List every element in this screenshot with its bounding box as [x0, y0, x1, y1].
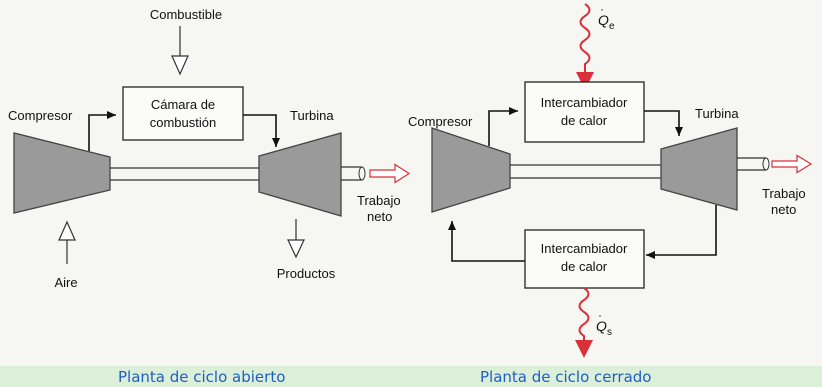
- upper-heat-exchanger-label-line2: de calor: [561, 113, 608, 128]
- closed-output-shaft-end: [762, 157, 770, 171]
- chamber-to-turbine-flow: [243, 114, 280, 147]
- open-shaft: [110, 167, 259, 181]
- open-net-work-label-line1: Trabajo: [357, 193, 401, 208]
- heat-in-dot: ·: [600, 2, 604, 16]
- closed-net-work-label-line1: Trabajo: [762, 186, 806, 201]
- open-cycle-diagram: Combustible Cámara de combustión Compres…: [8, 7, 411, 290]
- lower-heat-exchanger-box: [524, 229, 645, 289]
- closed-shaft: [510, 164, 661, 179]
- open-compressor-shape: [13, 132, 111, 214]
- heat-out-arrowhead: [575, 340, 593, 358]
- compressor-to-chamber-flow: [88, 111, 116, 151]
- lower-heat-exchanger-label-line2: de calor: [561, 259, 608, 274]
- open-turbine-label: Turbina: [290, 108, 334, 123]
- heat-out-dot: ·: [598, 308, 602, 322]
- open-turbine-shape: [258, 132, 342, 217]
- products-exhaust-arrow: [287, 219, 305, 259]
- lower-exchanger-to-compressor-flow: [448, 221, 525, 262]
- upper-heat-exchanger-label-line1: Intercambiador: [541, 95, 628, 110]
- lower-heat-exchanger-label-line1: Intercambiador: [541, 241, 628, 256]
- fuel-input-arrow: [171, 26, 189, 76]
- air-input-arrow: [58, 220, 76, 264]
- open-output-shaft: [341, 166, 362, 181]
- closed-turbine-shape: [660, 127, 738, 211]
- open-output-shaft-end: [358, 166, 366, 181]
- closed-compressor-label: Compresor: [408, 114, 473, 129]
- turbine-to-lower-exchanger-flow: [646, 205, 717, 259]
- closed-net-work-label-line2: neto: [771, 202, 796, 217]
- open-cycle-caption: Planta de ciclo abierto: [118, 368, 286, 386]
- closed-net-work-arrow: [771, 154, 813, 174]
- products-label: Productos: [277, 266, 336, 281]
- open-net-work-arrow: [369, 163, 411, 184]
- heat-in-wavy-line: [579, 3, 591, 72]
- heat-in-subscript: e: [609, 21, 615, 32]
- fuel-label: Combustible: [150, 7, 222, 22]
- combustion-chamber-label-line2: combustión: [150, 115, 216, 130]
- combustion-chamber-box: [122, 86, 244, 141]
- upper-exchanger-to-turbine-flow: [644, 110, 683, 136]
- upper-heat-exchanger-box: [524, 81, 645, 143]
- open-compressor-label: Compresor: [8, 108, 73, 123]
- combustion-chamber-label-line1: Cámara de: [151, 97, 215, 112]
- closed-compressor-shape: [431, 127, 511, 213]
- closed-turbine-label: Turbina: [695, 106, 739, 121]
- compressor-to-upper-exchanger-flow: [488, 107, 518, 146]
- open-net-work-label-line2: neto: [367, 209, 392, 224]
- heat-in-arrowhead: [576, 72, 594, 90]
- closed-cycle-caption: Planta de ciclo cerrado: [480, 368, 652, 386]
- diagram-canvas: Combustible Cámara de combustión Compres…: [8, 2, 813, 358]
- closed-output-shaft: [737, 157, 766, 171]
- heat-out-wavy-line: [578, 287, 590, 340]
- air-label: Aire: [54, 275, 77, 290]
- closed-cycle-diagram: Q · e Intercambiador de calor Compresor …: [408, 2, 813, 358]
- gas-turbine-diagram-figure: Combustible Cámara de combustión Compres…: [0, 0, 822, 366]
- heat-out-symbol: Q: [596, 318, 607, 334]
- heat-out-subscript: s: [607, 327, 612, 338]
- heat-in-symbol: Q: [598, 12, 609, 28]
